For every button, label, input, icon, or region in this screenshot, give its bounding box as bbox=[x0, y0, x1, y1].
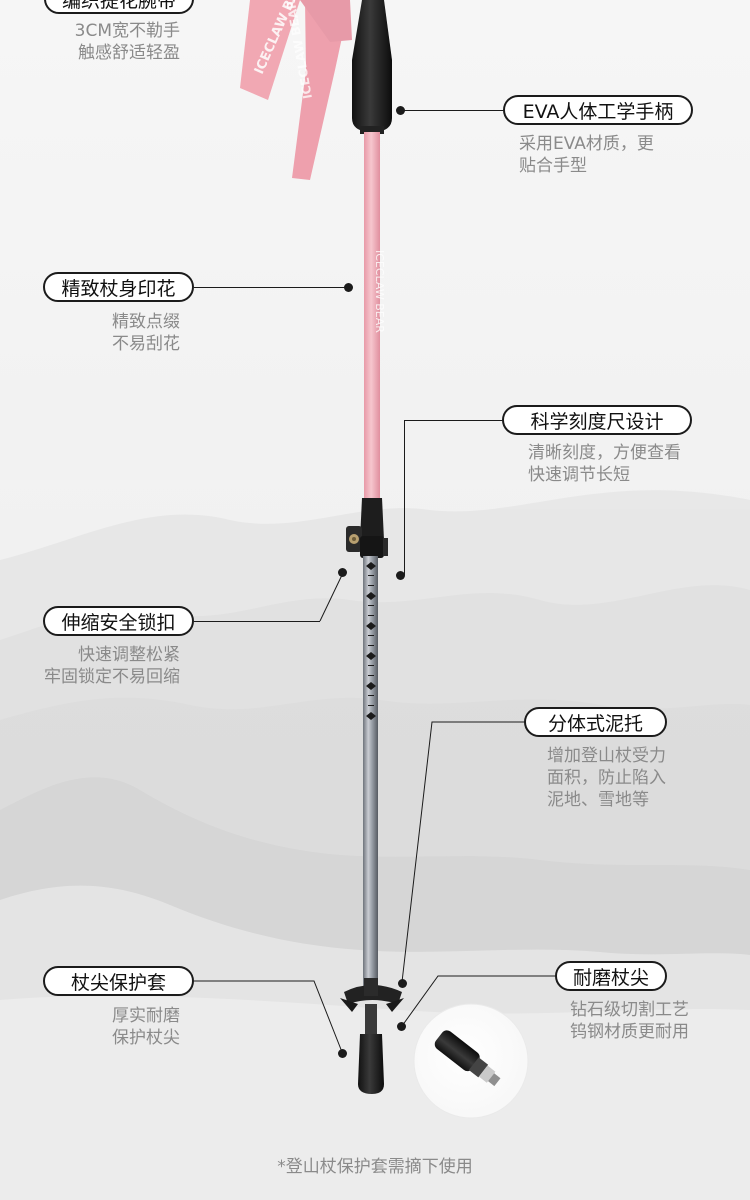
leader-handle bbox=[400, 110, 504, 111]
label-mud: 分体式泥托 bbox=[524, 707, 667, 737]
shaft-print: ICECLAW BEAR bbox=[373, 250, 386, 333]
desc-cover: 厚实耐磨 保护杖尖 bbox=[40, 1005, 180, 1049]
desc-strap-line1: 3CM宽不勒手 bbox=[74, 21, 180, 41]
desc-handle-line2: 贴合手型 bbox=[519, 156, 587, 176]
desc-handle-line1: 采用EVA材质，更 bbox=[519, 134, 654, 154]
leader-lock-h bbox=[194, 621, 320, 622]
label-strap-text: 编织提花腕带 bbox=[61, 0, 176, 12]
desc-mud-line1: 增加登山杖受力 bbox=[547, 746, 666, 766]
leader-mud bbox=[401, 721, 526, 983]
desc-mud-line2: 面积，防止陷入 bbox=[547, 768, 666, 788]
label-print-text: 精致杖身印花 bbox=[61, 277, 176, 300]
desc-tip-line2: 钨钢材质更耐用 bbox=[570, 1022, 689, 1042]
label-print: 精致杖身印花 bbox=[43, 272, 194, 302]
label-scale-text: 科学刻度尺设计 bbox=[530, 410, 664, 433]
silver-lower-shaft bbox=[363, 556, 378, 986]
leader-scale-v bbox=[404, 420, 405, 575]
desc-print-line1: 精致点缀 bbox=[112, 312, 180, 332]
desc-lock: 快速调整松紧 牢固锁定不易回缩 bbox=[20, 644, 180, 688]
desc-mud-line3: 泥地、雪地等 bbox=[547, 790, 649, 810]
desc-cover-line2: 保护杖尖 bbox=[112, 1028, 180, 1048]
marker-mud bbox=[398, 979, 407, 988]
leader-lock-diag bbox=[319, 574, 343, 622]
marker-print bbox=[344, 283, 353, 292]
marker-lock bbox=[338, 568, 347, 577]
desc-tip-line1: 钻石级切割工艺 bbox=[570, 1000, 689, 1020]
tip-closeup-bubble bbox=[413, 1003, 529, 1119]
label-cover: 杖尖保护套 bbox=[43, 966, 194, 996]
desc-print: 精致点缀 不易刮花 bbox=[40, 311, 180, 355]
desc-cover-line1: 厚实耐磨 bbox=[112, 1006, 180, 1026]
desc-scale: 清晰刻度，方便查看 快速调节长短 bbox=[528, 442, 681, 486]
label-cover-text: 杖尖保护套 bbox=[70, 971, 166, 994]
desc-strap-line2: 触感舒适轻盈 bbox=[78, 43, 180, 63]
leader-print bbox=[194, 287, 348, 288]
marker-tip bbox=[397, 1022, 406, 1031]
mud-basket bbox=[340, 978, 404, 1012]
lock-clamp bbox=[346, 498, 388, 558]
desc-strap: 3CM宽不勒手 触感舒适轻盈 bbox=[40, 20, 180, 64]
desc-lock-line2: 牢固锁定不易回缩 bbox=[44, 667, 180, 687]
leader-cover bbox=[194, 980, 343, 1053]
label-scale: 科学刻度尺设计 bbox=[502, 405, 692, 435]
eva-handle bbox=[352, 0, 392, 134]
desc-scale-line1: 清晰刻度，方便查看 bbox=[528, 443, 681, 463]
label-handle-text: EVA人体工学手柄 bbox=[522, 100, 674, 123]
label-lock: 伸缩安全锁扣 bbox=[43, 606, 194, 636]
scale-marks bbox=[366, 562, 376, 720]
label-tip-text: 耐磨杖尖 bbox=[572, 966, 649, 989]
pink-upper-shaft bbox=[364, 132, 380, 504]
desc-scale-line2: 快速调节长短 bbox=[528, 465, 630, 485]
label-mud-text: 分体式泥托 bbox=[547, 712, 643, 735]
marker-scale bbox=[396, 571, 405, 580]
wrist-strap: ICECLAW BEAR ICECLAW BEAR bbox=[240, 0, 352, 180]
label-handle: EVA人体工学手柄 bbox=[503, 95, 693, 125]
marker-cover bbox=[338, 1049, 347, 1058]
desc-handle: 采用EVA材质，更 贴合手型 bbox=[519, 133, 654, 177]
desc-tip: 钻石级切割工艺 钨钢材质更耐用 bbox=[570, 999, 689, 1043]
desc-mud: 增加登山杖受力 面积，防止陷入 泥地、雪地等 bbox=[547, 745, 666, 811]
tip-cover bbox=[358, 1004, 384, 1094]
label-tip: 耐磨杖尖 bbox=[555, 961, 667, 991]
footnote: *登山杖保护套需摘下使用 bbox=[277, 1157, 473, 1177]
label-lock-text: 伸缩安全锁扣 bbox=[61, 611, 176, 634]
leader-tip bbox=[401, 975, 556, 1027]
label-strap: 编织提花腕带 bbox=[44, 0, 194, 14]
leader-scale-h bbox=[404, 420, 504, 421]
desc-print-line2: 不易刮花 bbox=[112, 334, 180, 354]
desc-lock-line1: 快速调整松紧 bbox=[78, 645, 180, 665]
